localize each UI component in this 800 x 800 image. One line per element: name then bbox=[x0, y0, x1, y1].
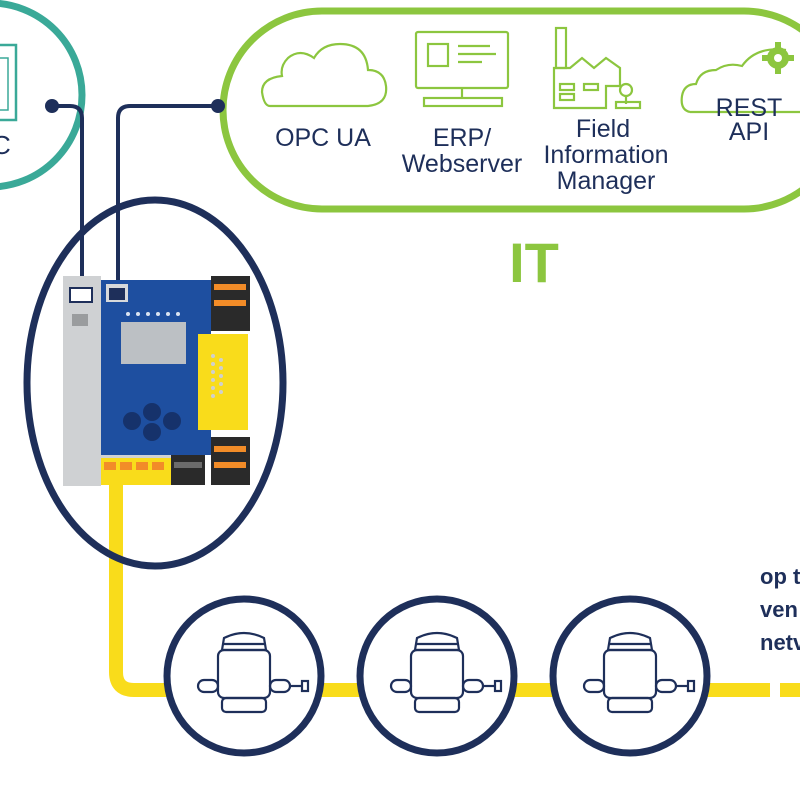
cloud-gear-icon bbox=[680, 48, 800, 114]
line-end-dot-right bbox=[211, 99, 225, 113]
monitor-icon bbox=[414, 30, 510, 108]
svg-text:Field: Field bbox=[576, 115, 630, 143]
left-node-icon bbox=[0, 43, 18, 122]
left-node-label: C bbox=[0, 130, 11, 160]
keypad-button-left bbox=[123, 412, 141, 430]
device-row bbox=[163, 595, 711, 757]
svg-text:Information: Information bbox=[543, 141, 668, 169]
keypad-button-right bbox=[163, 412, 181, 430]
it-item-fim-label: Field Information Manager bbox=[543, 115, 668, 195]
field-device-1 bbox=[163, 595, 325, 757]
line-to-left-node bbox=[52, 104, 84, 292]
left-node: C bbox=[0, 0, 86, 190]
line-end-dot-left bbox=[45, 99, 59, 113]
line-to-it-group bbox=[116, 104, 218, 292]
controller-node bbox=[23, 196, 287, 570]
network-note: op t ven netv bbox=[760, 564, 800, 655]
field-device-3 bbox=[549, 595, 711, 757]
field-device-icon bbox=[582, 631, 696, 714]
device-ring bbox=[356, 595, 518, 757]
cloud-icon bbox=[260, 42, 388, 108]
it-group-border bbox=[219, 7, 800, 213]
svg-text:API: API bbox=[729, 118, 769, 146]
note-line-2: ven bbox=[760, 597, 798, 622]
field-device-icon bbox=[389, 631, 503, 714]
device-ring bbox=[163, 595, 325, 757]
gear-icon bbox=[762, 42, 794, 74]
left-node-ring bbox=[0, 0, 86, 190]
svg-text:Manager: Manager bbox=[557, 167, 656, 195]
keypad-button-down bbox=[143, 423, 161, 441]
it-item-opcua-label: OPC UA bbox=[275, 124, 371, 152]
field-device-icon bbox=[196, 631, 310, 714]
controller-device bbox=[63, 276, 250, 486]
it-group: OPC UA ERP/ Webserver Fie bbox=[219, 7, 800, 213]
factory-icon bbox=[552, 26, 642, 110]
controller-ring bbox=[23, 196, 287, 570]
svg-text:OPC UA: OPC UA bbox=[275, 124, 371, 152]
fieldbus-line bbox=[109, 485, 800, 697]
it-item-rest-label: REST API bbox=[716, 94, 783, 146]
note-line-3: netv bbox=[760, 630, 800, 655]
it-heading: IT bbox=[509, 231, 559, 294]
svg-text:ERP/: ERP/ bbox=[433, 124, 491, 152]
it-item-erp-label: ERP/ Webserver bbox=[402, 124, 522, 178]
connection-lines bbox=[52, 104, 218, 292]
note-line-1: op t bbox=[760, 564, 800, 589]
keypad-button-up bbox=[143, 403, 161, 421]
device-ring bbox=[549, 595, 711, 757]
svg-text:REST: REST bbox=[716, 94, 783, 122]
svg-text:Webserver: Webserver bbox=[402, 150, 522, 178]
field-device-2 bbox=[356, 595, 518, 757]
